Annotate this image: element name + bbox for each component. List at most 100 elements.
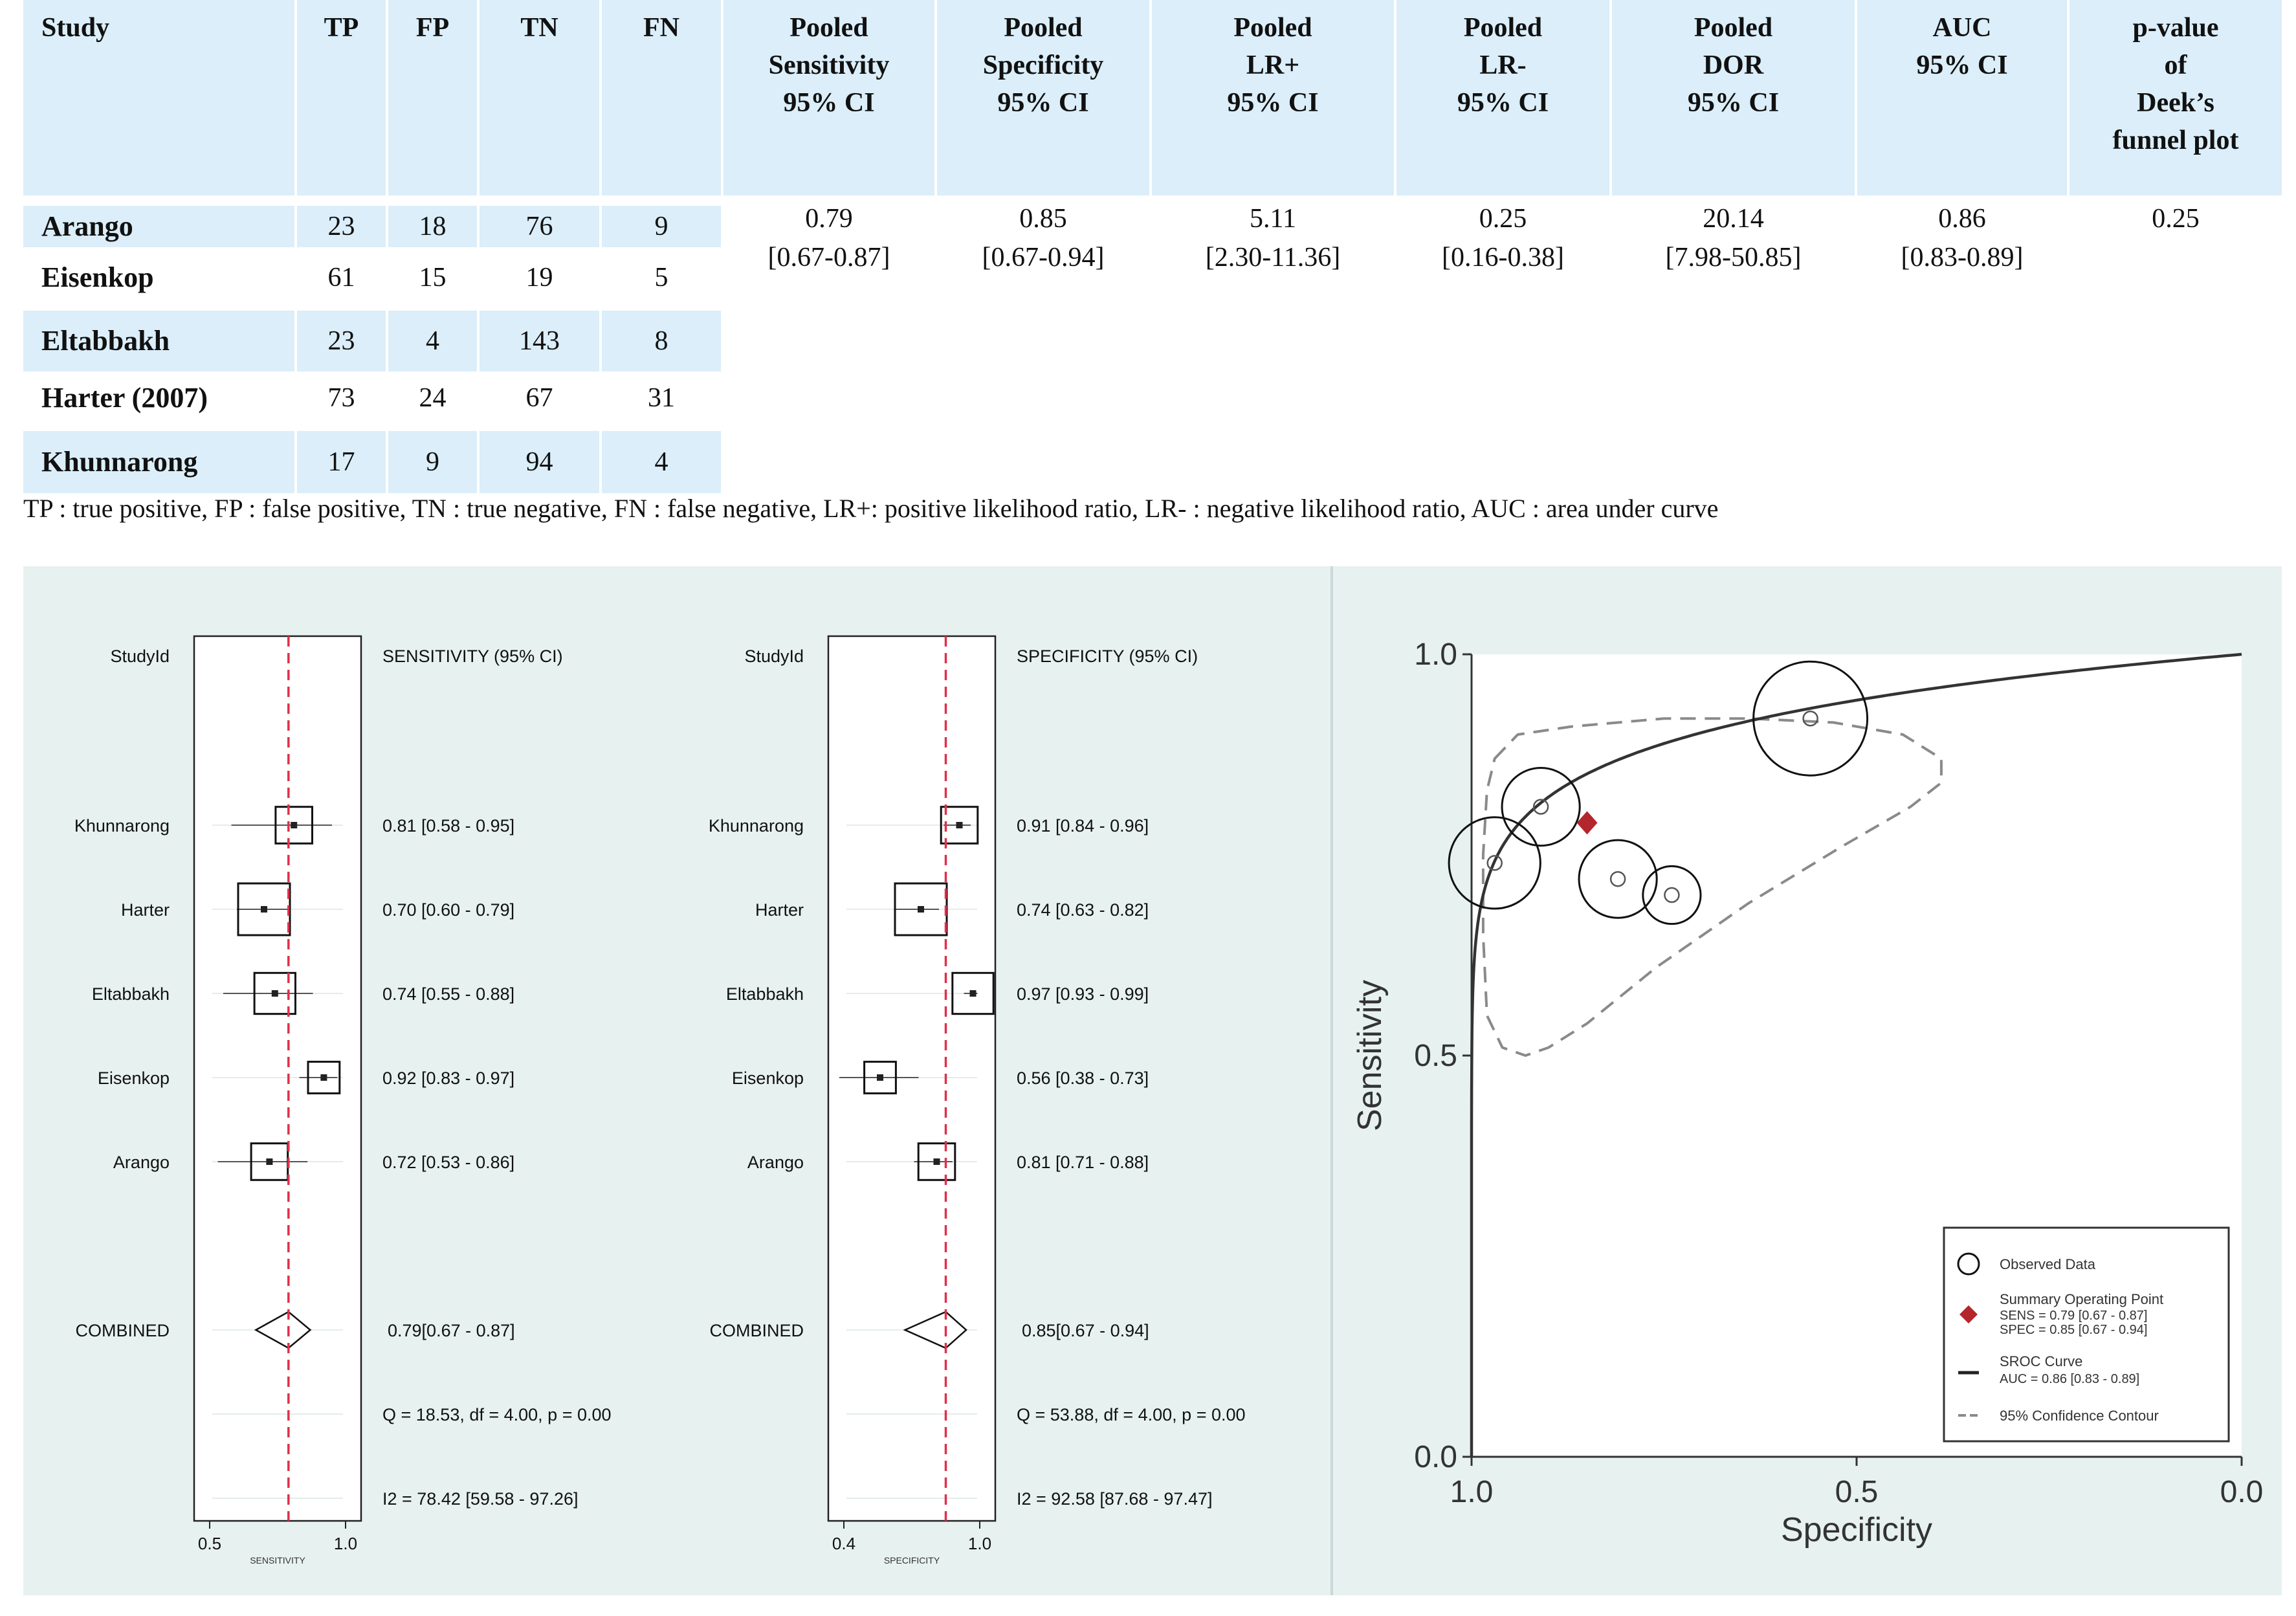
forest-weight-box xyxy=(237,882,291,936)
pooled-value: 0.25 xyxy=(1479,204,1527,234)
table-header-text: 95% CI xyxy=(1916,50,2008,80)
sroc-y-tick-label: 1.0 xyxy=(1414,637,1457,672)
table-study-name: Eltabbakh xyxy=(23,311,294,371)
forest-combined-diamond xyxy=(254,1311,312,1349)
pooled-value: 0.85 xyxy=(1019,204,1067,234)
sroc-observed-circle xyxy=(1578,839,1658,919)
forest-col-label: StudyId xyxy=(110,647,170,666)
forest-weight-box xyxy=(307,1061,341,1094)
forest-weight-box xyxy=(951,971,995,1015)
table-count-cell: 4 xyxy=(388,311,477,371)
forest-point-estimate xyxy=(956,822,963,828)
legend-contour-label: 95% Confidence Contour xyxy=(2000,1408,2159,1424)
pooled-metric-specificity: 0.85[0.67-0.94] xyxy=(937,199,1149,283)
pooled-metric-auc: 0.86[0.83-0.89] xyxy=(1857,199,2067,283)
forest-point-estimate xyxy=(271,990,278,997)
table-header-text: Pooled xyxy=(1694,13,1773,43)
table-count-cell: 9 xyxy=(388,431,477,493)
forest-estimate-label: 0.74 [0.55 - 0.88] xyxy=(382,984,514,1004)
forest-heterogeneity-q: Q = 18.53, df = 4.00, p = 0.00 xyxy=(382,1405,612,1424)
legend-curve-label: SROC Curve xyxy=(2000,1353,2082,1369)
sroc-x-tick-label: 0.5 xyxy=(1835,1475,1879,1509)
forest-plot-sensitivity: StudyId SENSITIVITY (95% CI) Khunnarong 0.8… xyxy=(74,635,612,1566)
forest-axis-box xyxy=(193,635,362,1522)
table-count-cell: 76 xyxy=(480,206,599,247)
sroc-observed-circle xyxy=(1448,816,1541,910)
table-header-text: 95% CI xyxy=(1457,88,1549,118)
forest-weight-box xyxy=(253,971,296,1015)
table-header-text: funnel plot xyxy=(2112,126,2239,155)
table-header-text: LR+ xyxy=(1246,50,1300,80)
table-header-cell: AUC 95% CI xyxy=(1857,0,2067,195)
forest-combined-estimate: 0.85[0.67 - 0.94] xyxy=(1022,1321,1149,1340)
forest-study-label: Eltabbakh xyxy=(92,984,170,1004)
forest-combined-label: COMBINED xyxy=(709,1321,804,1340)
pooled-value: 0.25 xyxy=(2152,204,2200,234)
table-header-text: Pooled xyxy=(1004,13,1083,43)
table-header-cell: Study xyxy=(23,0,294,195)
legend-curve-auc: AUC = 0.86 [0.83 - 0.89] xyxy=(2000,1372,2139,1386)
forest-estimate-label: 0.81 [0.58 - 0.95] xyxy=(382,816,514,836)
pooled-ci: [0.67-0.87] xyxy=(767,243,890,272)
forest-point-estimate xyxy=(933,1158,940,1165)
forest-estimate-label: 0.91 [0.84 - 0.96] xyxy=(1017,816,1149,836)
table-header-text: Pooled xyxy=(1463,13,1543,43)
forest-heterogeneity-i2: I2 = 92.58 [87.68 - 97.47] xyxy=(1017,1489,1212,1509)
table-header-text: Specificity xyxy=(982,50,1104,80)
table-header-text: TN xyxy=(520,13,558,43)
table-header-text: p-value xyxy=(2132,13,2219,43)
forest-point-estimate xyxy=(918,906,924,913)
table-header-text: TP xyxy=(324,13,359,43)
forest-x-tick-label: 0.4 xyxy=(832,1534,855,1553)
forest-study-label: Khunnarong xyxy=(709,816,804,836)
table-footnote: TP : true positive, FP : false positive,… xyxy=(23,494,1719,523)
forest-study-label: Khunnarong xyxy=(74,816,170,836)
table-header-text: LR- xyxy=(1479,50,1527,80)
forest-combined-estimate: 0.79[0.67 - 0.87] xyxy=(388,1321,515,1340)
forest-study-label: Eltabbakh xyxy=(726,984,804,1004)
pooled-metric-dor: 20.14[7.98-50.85] xyxy=(1612,199,1855,283)
table-count-cell: 8 xyxy=(602,311,721,371)
pooled-value: 5.11 xyxy=(1250,204,1296,234)
table-count-cell: 24 xyxy=(419,383,447,413)
table-header-text: Pooled xyxy=(1233,13,1312,43)
table-count-cell: 4 xyxy=(602,431,721,493)
table-header-text: FN xyxy=(643,13,679,43)
pooled-ci: [2.30-11.36] xyxy=(1205,243,1341,272)
table-count-cell: 23 xyxy=(297,206,386,247)
table-header-text: Study xyxy=(41,13,110,43)
forest-stat-header: SENSITIVITY (95% CI) xyxy=(382,647,563,666)
sroc-x-axis-label: Specificity xyxy=(1781,1511,1932,1549)
sroc-x-tick-label: 0.0 xyxy=(2220,1475,2264,1509)
table-count-cell: 19 xyxy=(525,263,553,293)
legend-observed-label: Observed Data xyxy=(2000,1256,2096,1272)
table-study-name: Khunnarong xyxy=(23,431,294,493)
table-header-text: Sensitivity xyxy=(768,50,890,80)
table-header-text: FP xyxy=(415,13,450,43)
pooled-ci: [0.83-0.89] xyxy=(1901,243,2024,272)
forest-study-label: Eisenkop xyxy=(732,1068,804,1088)
sroc-y-tick-label: 0.0 xyxy=(1414,1440,1457,1474)
table-study-name: Eisenkop xyxy=(41,261,154,293)
table-count-cell: 9 xyxy=(602,206,721,247)
table-header-text: Deek’s xyxy=(2137,88,2214,118)
sroc-observed-circle xyxy=(1752,660,1869,777)
table-count-cell: 23 xyxy=(297,311,386,371)
table-header-text: 95% CI xyxy=(783,88,875,118)
table-header-cell: TN xyxy=(480,0,599,195)
figure-divider xyxy=(1330,566,1333,1595)
table-header-text: DOR xyxy=(1703,50,1764,80)
table-count-cell: 15 xyxy=(419,263,447,293)
table-count-cell: 94 xyxy=(480,431,599,493)
forest-stat-header: SPECIFICITY (95% CI) xyxy=(1017,647,1198,666)
table-study-name: Harter (2007) xyxy=(41,382,208,414)
table-header-cell: TP xyxy=(297,0,386,195)
legend-summary-icon xyxy=(1959,1305,1978,1323)
sroc-observed-center xyxy=(1532,799,1549,815)
forest-axis-box xyxy=(827,635,997,1522)
forest-x-tick-label: 0.5 xyxy=(198,1534,221,1553)
table-header-text: AUC xyxy=(1932,13,1992,43)
